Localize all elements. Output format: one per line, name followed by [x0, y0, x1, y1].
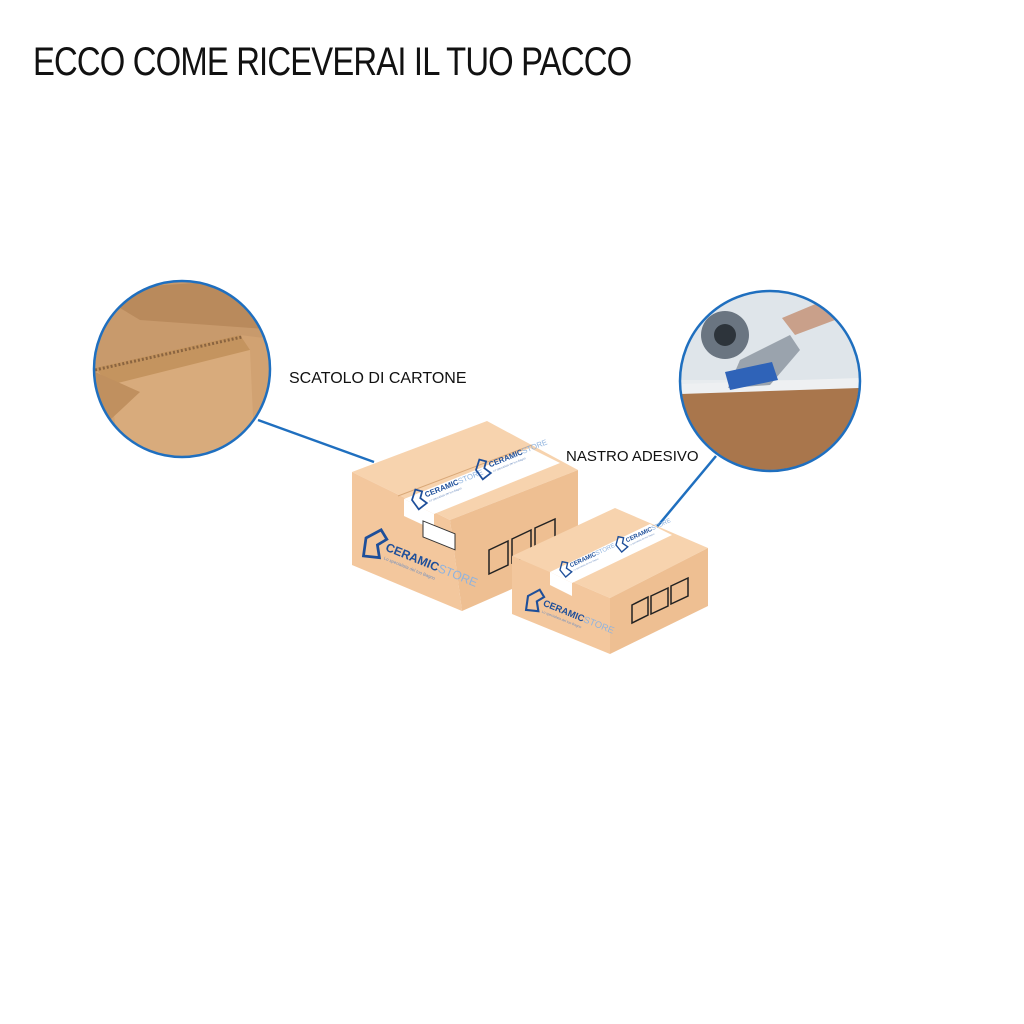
keep-dry-icon: [670, 576, 689, 606]
this-way-up-icon: [488, 539, 509, 576]
tape-label: NASTRO ADESIVO: [566, 448, 699, 465]
box-label: SCATOLO DI CARTONE: [289, 370, 467, 387]
cardboard-closeup-photo: [92, 279, 272, 459]
small-box: [512, 508, 708, 654]
this-way-up-icon: [631, 595, 649, 625]
large-box: [352, 421, 578, 611]
handling-symbols-small: [631, 576, 689, 625]
tape-leader-line: [655, 455, 717, 529]
fragile-icon: [650, 586, 669, 616]
box-leader-line: [257, 418, 375, 464]
tape-dispenser-photo: [678, 289, 862, 473]
page-title: ECCO COME RICEVERAI IL TUO PACCO: [33, 40, 632, 84]
